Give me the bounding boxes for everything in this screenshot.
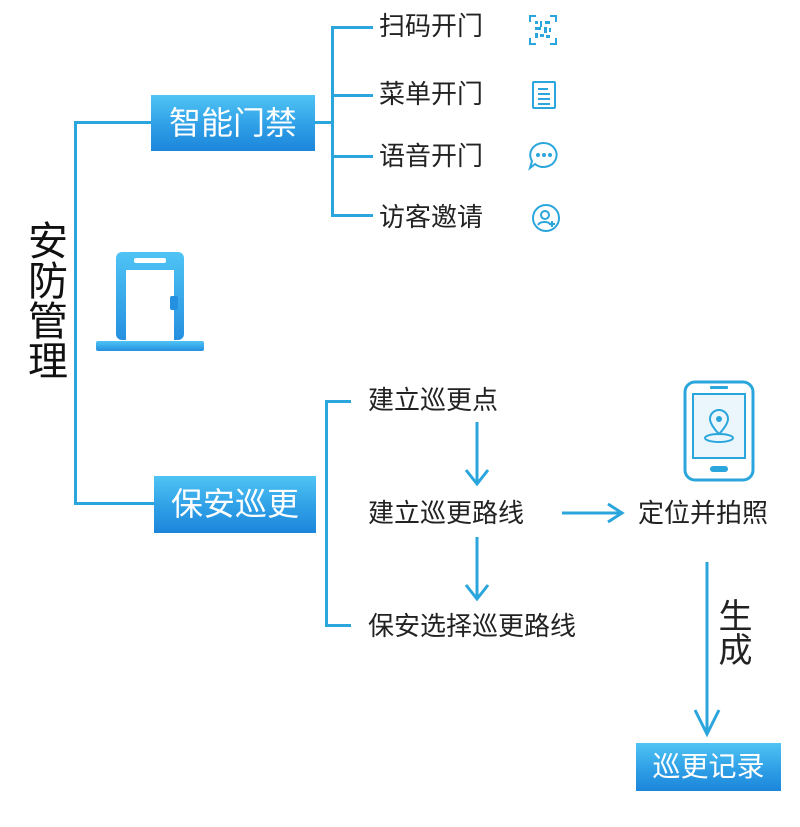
patrol-step-create-route: 建立巡更路线 xyxy=(368,499,525,529)
patrol-box: 保安巡更 xyxy=(154,476,316,533)
arrow-right xyxy=(562,502,625,524)
arrow-down-2 xyxy=(464,537,490,602)
access-control-box: 智能门禁 xyxy=(151,95,315,151)
access-item-visitor: 访客邀请 xyxy=(379,203,484,233)
patrol-step-select-route: 保安选择巡更路线 xyxy=(368,612,577,642)
arrow-down-1 xyxy=(464,422,490,487)
patrol-step-create-point: 建立巡更点 xyxy=(368,386,499,416)
access-item-menu: 菜单开门 xyxy=(379,80,484,110)
chat-bubble-icon xyxy=(528,141,558,171)
user-add-icon xyxy=(532,204,560,232)
qr-code-icon xyxy=(529,15,557,45)
generate-label: 生成 xyxy=(712,598,752,666)
main-title: 安防管理 xyxy=(21,220,67,380)
phone-location-icon xyxy=(683,380,755,482)
access-item-voice: 语音开门 xyxy=(379,142,484,172)
door-icon xyxy=(96,252,204,351)
arrow-down-long xyxy=(693,562,721,738)
patrol-record-box: 巡更记录 xyxy=(636,743,781,791)
locate-photo-label: 定位并拍照 xyxy=(638,499,769,529)
access-item-scan: 扫码开门 xyxy=(379,12,484,42)
menu-document-icon xyxy=(532,81,556,109)
